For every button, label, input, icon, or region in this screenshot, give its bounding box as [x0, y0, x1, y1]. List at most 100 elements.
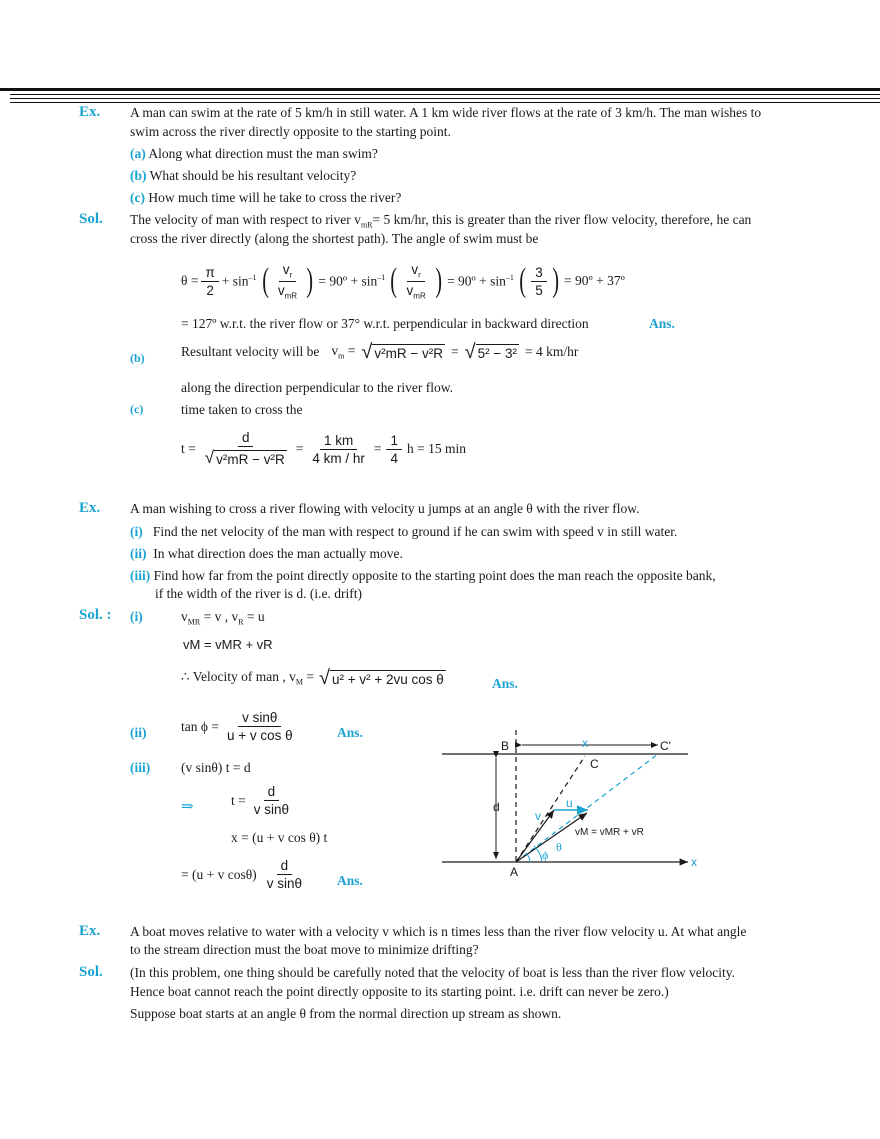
- ex1-qa: (a) Along what direction must the man sw…: [130, 146, 378, 162]
- v-label: v: [535, 809, 541, 823]
- sol1-line1b: = 5 km/hr, this is greater than the rive…: [372, 212, 752, 227]
- sol1-b-line2: along the direction perpendicular to the…: [181, 380, 454, 395]
- x-eq: x = (u + v cos θ) t: [231, 830, 328, 845]
- ex1-qc: (c) How much time will he take to cross …: [130, 190, 401, 206]
- paren-open-1: (: [261, 262, 269, 300]
- sol1-sub: mR: [360, 220, 373, 230]
- ex3-line1: A boat moves relative to water with a ve…: [130, 924, 747, 939]
- vel-text: ∴ Velocity of man , vM =: [181, 669, 314, 687]
- sol2-label: Sol. :: [79, 607, 112, 623]
- ex2-qi: (i) Find the net velocity of the man wit…: [130, 524, 678, 539]
- c-eq1: =: [295, 441, 304, 456]
- sol1-c-label: (c): [130, 402, 144, 416]
- ex3-line2: to the stream direction must the boat mo…: [130, 942, 479, 957]
- vector-label: vM = vMR + vR: [575, 827, 644, 838]
- ex1-label: Ex.: [79, 104, 101, 120]
- ex2-label: Ex.: [79, 500, 101, 516]
- u-label: u: [566, 796, 573, 810]
- header-rule-thin-1: [10, 94, 880, 95]
- sol2-i-label: (i): [130, 609, 143, 624]
- b-sqrt-1: √v²mR − v²R: [361, 341, 445, 363]
- eq90-sin-a: = 90º + sin–1: [318, 272, 386, 289]
- iii-line1: (v sinθ) t = d: [181, 760, 251, 775]
- point-C-prime: C': [660, 739, 671, 753]
- qa-text: Along what direction must the man swim?: [148, 146, 378, 161]
- sol3-line1: (In this problem, one thing should be ca…: [130, 965, 735, 980]
- paren-open-3: (: [519, 262, 526, 300]
- x-axis-label: x: [691, 855, 697, 869]
- river-crossing-diagram: B C' C x d v u vM = vMR + vR ϕ θ A x: [442, 730, 697, 879]
- velocity-line: ∴ Velocity of man , vM = √u² + v² + 2vu …: [181, 668, 446, 688]
- paren-close-3: ): [551, 262, 559, 300]
- plus-sin-1: + sin–1: [221, 272, 257, 289]
- sol2-i-line1: vMR = v , vR = u: [181, 609, 265, 627]
- sol3-line2: Hence boat cannot reach the point direct…: [130, 984, 669, 999]
- header-rule-thin-3: [10, 102, 880, 103]
- dashed-AC: [515, 755, 586, 863]
- point-A: A: [510, 865, 518, 879]
- sol2-iii-label: (iii): [130, 760, 151, 775]
- ex2-line1: A man wishing to cross a river flowing w…: [130, 501, 640, 516]
- sol1-c-text: time taken to cross the: [181, 402, 303, 417]
- qa-label: (a): [130, 146, 146, 161]
- sol1-line2: cross the river directly (along the shor…: [130, 231, 539, 246]
- t-eq: t =: [181, 441, 196, 456]
- theta-label: θ: [556, 840, 562, 854]
- sol3-label: Sol.: [79, 964, 103, 980]
- phi-label: ϕ: [542, 848, 548, 862]
- sol1-b-label: (b): [130, 351, 145, 365]
- d-label: d: [493, 800, 500, 814]
- paren-close-2: ): [435, 262, 442, 300]
- dashed-AC-prime: [515, 753, 659, 863]
- paren-open-2: (: [390, 262, 398, 300]
- qc-label: (c): [130, 190, 145, 205]
- sol2-ii-label: (ii): [130, 725, 147, 740]
- d-over-sqrt: d√v²mR − v²R: [204, 430, 287, 467]
- ex1-qb: (b) What should be his resultant velocit…: [130, 168, 356, 184]
- tan-phi: tan ϕ =: [181, 718, 219, 734]
- sol2-ii-ans: Ans.: [337, 725, 363, 740]
- b-value: = 4 km/hr: [524, 344, 579, 359]
- point-C: C: [590, 757, 599, 771]
- sol1-label: Sol.: [79, 211, 103, 227]
- phi-arc: [525, 852, 531, 863]
- ex1-line2: swim across the river directly opposite …: [130, 124, 451, 139]
- sol1-ans: Ans.: [649, 316, 675, 331]
- sol1-result: = 127º w.r.t. the river flow or 37° w.r.…: [181, 316, 589, 331]
- implies-symbol: ⇒: [181, 799, 194, 815]
- sol1-line1: The velocity of man with respect to rive…: [130, 212, 751, 230]
- ex2-qiii: (iii) Find how far from the point direct…: [130, 568, 716, 583]
- header-rule-thick: [0, 88, 880, 91]
- sol3-line3: Suppose boat starts at an angle θ from t…: [130, 1006, 562, 1021]
- theta-arc: [533, 845, 543, 863]
- ex2-qii: (ii) In what direction does the man actu…: [130, 546, 403, 561]
- resultant-vector: [515, 812, 588, 863]
- b-text: Resultant velocity will be: [181, 344, 320, 359]
- b-eq: =: [450, 344, 459, 359]
- vel-sqrt: √u² + v² + 2vu cos θ: [318, 667, 446, 689]
- eq90-sin-b: = 90º + sin–1: [447, 272, 514, 289]
- sol1-line1a: The velocity of man with respect to rive…: [130, 212, 361, 227]
- eq-final: = 90º + 37º: [564, 273, 625, 289]
- qc-text: How much time will he take to cross the …: [148, 190, 402, 205]
- sol1-b-line: Resultant velocity will be vm = √v²mR − …: [181, 342, 578, 362]
- vector-equation: vM = vMR + vR: [183, 637, 273, 652]
- b-sqrt-2: √5² − 3²: [464, 341, 519, 363]
- sol2-i-ans: Ans.: [492, 676, 518, 691]
- sol2-iii-ans: Ans.: [337, 873, 363, 888]
- paren-close-1: ): [306, 262, 314, 300]
- c-eq2: =: [373, 441, 382, 456]
- header-rule-thin-2: [10, 98, 880, 99]
